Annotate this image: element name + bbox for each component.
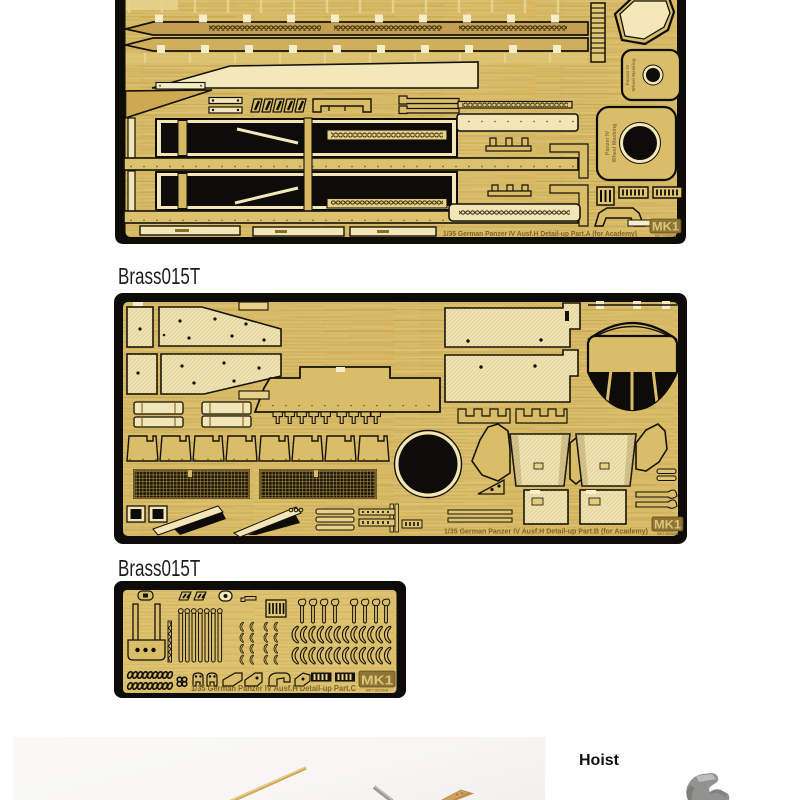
hoist-part-shade bbox=[686, 785, 695, 800]
mk1-logo-fret-c: MK1 MKT DESIGN bbox=[358, 670, 396, 693]
engine-deck-panel bbox=[253, 366, 441, 413]
mk1-logo-text-b: MK1 bbox=[654, 520, 682, 532]
mk1-logo-fret-a: MK1 MKT DESIGN bbox=[649, 218, 682, 238]
wheel-masking-small-line2: Wheel Masking bbox=[631, 58, 636, 91]
metal-rod bbox=[372, 785, 394, 800]
skirt-strip-2 bbox=[125, 37, 589, 52]
photo-contents bbox=[229, 766, 474, 800]
product-photo-barrels bbox=[13, 737, 545, 800]
mk1-logo-text-c: MK1 bbox=[361, 673, 393, 688]
brass-block bbox=[441, 789, 474, 800]
mk1-logo-fret-b: MK1 MKT DESIGN bbox=[651, 516, 684, 536]
mk1-logo-text-a: MK1 bbox=[652, 222, 680, 234]
mkt-design-text-a: MKT DESIGN bbox=[655, 234, 677, 238]
mkt-design-text-b: MKT DESIGN bbox=[657, 532, 679, 536]
fret-a-caption: 1/35 German Panzer IV Ausf.H Detail-up P… bbox=[443, 229, 637, 238]
hoist-part bbox=[686, 773, 730, 800]
mkt-design-text-c: MKT DESIGN bbox=[366, 689, 389, 693]
brass-rod bbox=[229, 766, 307, 800]
etched-fret-c: MK1 MKT DESIGN 1/35 German Panzer IV Aus… bbox=[114, 581, 406, 698]
wheel-masking-large-line1: Panzer IV bbox=[605, 130, 611, 155]
hoist-label: Hoist bbox=[579, 752, 619, 769]
coil-strips bbox=[126, 670, 174, 691]
etched-fret-b: MK1 MKT DESIGN 1/35 German Panzer IV Aus… bbox=[114, 293, 687, 544]
product-code-fret-b: Brass015T bbox=[118, 263, 201, 289]
hoist-part-hook-shade bbox=[710, 789, 728, 797]
wheel-masking-large-line2: Wheel Masking bbox=[612, 124, 618, 163]
fret-b-caption: 1/35 German Panzer IV Ausf.H Detail-up P… bbox=[444, 527, 648, 536]
hoist-part-body bbox=[686, 773, 730, 800]
product-code-fret-c: Brass015T bbox=[118, 555, 201, 581]
etched-fret-a: Panzer IV Wheel Masking Panzer IV Wheel … bbox=[115, 0, 686, 244]
hoist-part-highlight bbox=[696, 774, 716, 782]
wheel-masking-small-line1: Panzer IV bbox=[625, 64, 630, 86]
fret-c-caption: 1/35 German Panzer IV Ausf.H Detail-up P… bbox=[191, 684, 356, 693]
large-cream-panel bbox=[151, 61, 479, 89]
